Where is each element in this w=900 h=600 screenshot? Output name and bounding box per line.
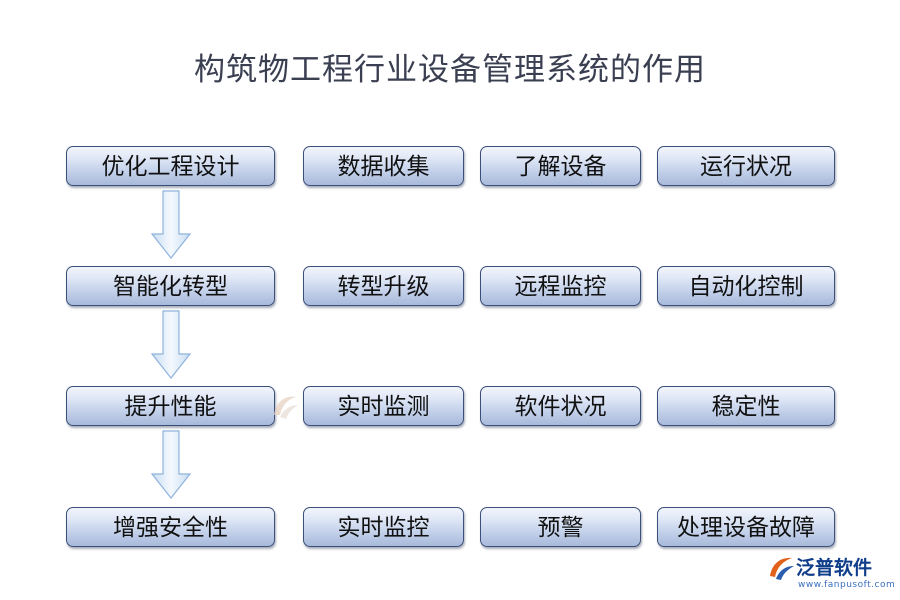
node-stability: 稳定性 [657, 386, 835, 426]
node-early-warning: 预警 [480, 507, 641, 547]
node-understand-equipment: 了解设备 [480, 146, 641, 186]
node-transformation-upgrade: 转型升级 [303, 266, 464, 306]
watermark-logo-icon [274, 396, 298, 419]
node-remote-monitoring: 远程监控 [480, 266, 641, 306]
down-arrow-icon [150, 190, 192, 259]
brand-logo: 泛普软件 www.fanpusoft.com [766, 552, 896, 596]
diagram-title: 构筑物工程行业设备管理系统的作用 [194, 52, 706, 88]
fanpu-logo-icon [770, 557, 794, 580]
node-realtime-monitoring: 实时监控 [303, 507, 464, 547]
down-arrow-icon [150, 430, 192, 499]
main-node-improve-performance: 提升性能 [66, 386, 275, 426]
down-arrow-icon [150, 310, 192, 379]
brand-name: 泛普软件 [796, 557, 873, 579]
brand-url: www.fanpusoft.com [798, 580, 896, 590]
main-node-intelligent-transformation: 智能化转型 [66, 266, 275, 306]
main-node-optimize-design: 优化工程设计 [66, 146, 275, 186]
main-node-enhance-safety: 增强安全性 [66, 507, 275, 547]
node-handle-equipment-faults: 处理设备故障 [657, 507, 835, 547]
node-realtime-measurement: 实时监测 [303, 386, 464, 426]
node-data-collection: 数据收集 [303, 146, 464, 186]
node-operating-status: 运行状况 [657, 146, 835, 186]
node-automation-control: 自动化控制 [657, 266, 835, 306]
node-software-status: 软件状况 [480, 386, 641, 426]
